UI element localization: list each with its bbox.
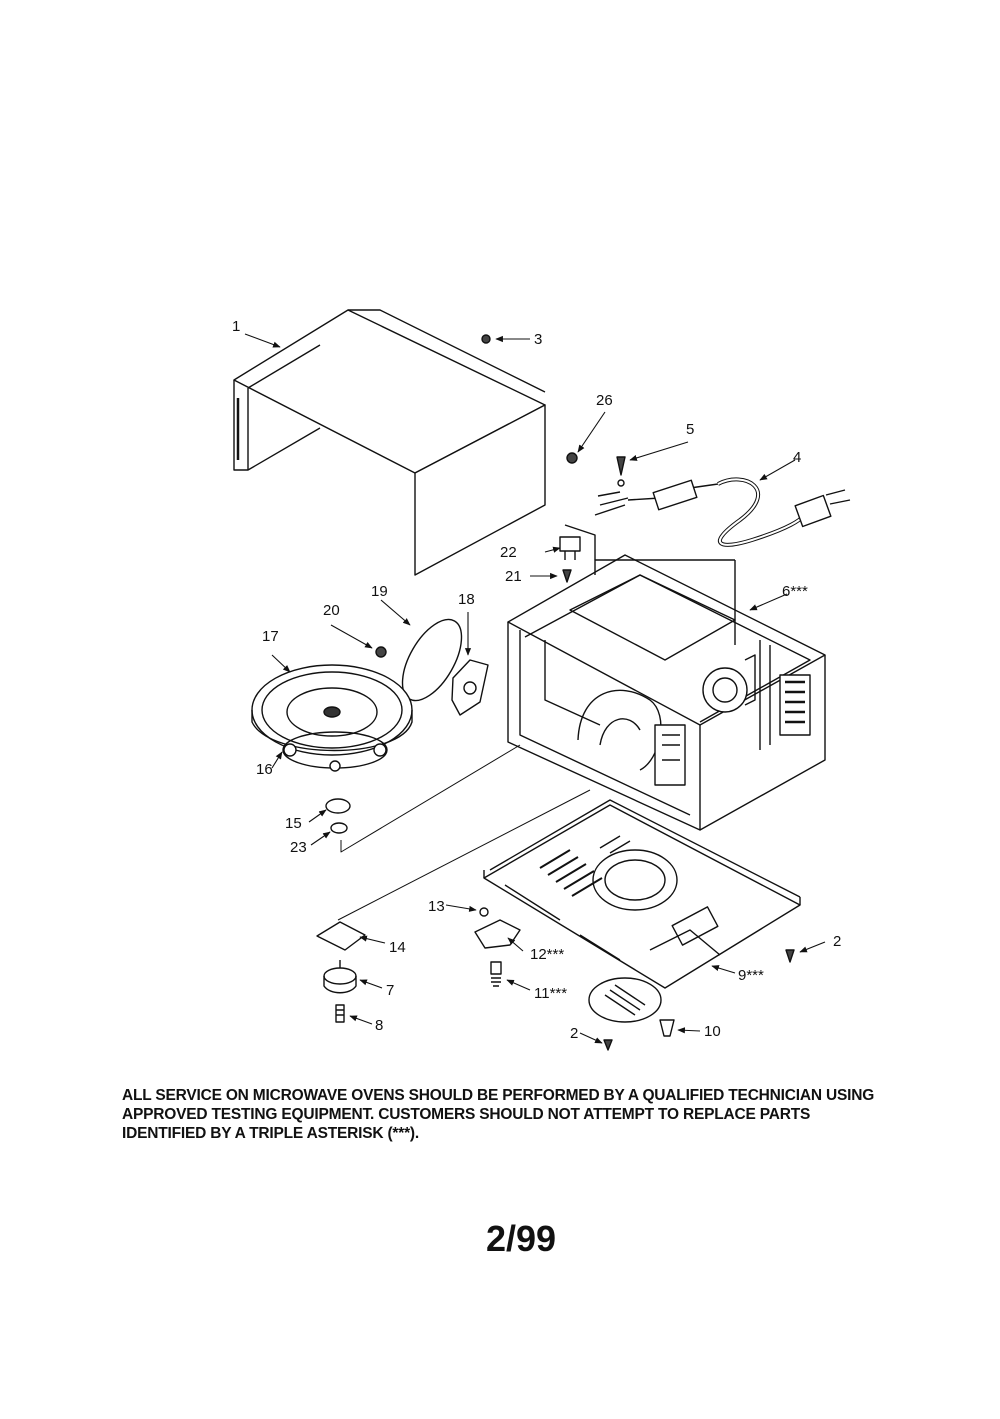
power-cord — [594, 477, 851, 547]
turntable-glass — [251, 664, 413, 756]
oven-chassis — [507, 524, 826, 831]
callout-6: 6*** — [782, 583, 808, 600]
callout-9: 9*** — [738, 967, 764, 984]
screw-21 — [562, 569, 572, 583]
callout-13: 13 — [428, 898, 445, 915]
callout-21: 21 — [505, 568, 522, 585]
callout-1: 1 — [232, 318, 240, 335]
bracket-12 — [474, 919, 521, 949]
callout-14: 14 — [389, 939, 406, 956]
callout-5: 5 — [686, 421, 694, 438]
notice-line-2: APPROVED TESTING EQUIPMENT. CUSTOMERS SH… — [122, 1106, 811, 1123]
base-plate — [483, 799, 801, 989]
foot-10 — [659, 1019, 675, 1037]
callout-26: 26 — [596, 392, 613, 409]
callout-2-bottom: 2 — [570, 1025, 578, 1042]
motor-bracket-14 — [316, 921, 366, 951]
screw-3 — [481, 334, 491, 344]
screw-2-right — [785, 949, 795, 963]
callout-17: 17 — [262, 628, 279, 645]
screw-2-bottom — [603, 1039, 613, 1051]
screw-8 — [335, 1004, 345, 1023]
callout-3: 3 — [534, 331, 542, 348]
callout-10: 10 — [704, 1023, 721, 1040]
date-code: 2/99 — [486, 1218, 557, 1259]
screw-11 — [490, 961, 502, 987]
callout-labels: 1 3 26 5 4 22 21 6*** 19 18 20 17 16 15 … — [232, 318, 841, 1042]
callout-22: 22 — [500, 544, 517, 561]
callout-23: 23 — [290, 839, 307, 856]
notice-line-3: IDENTIFIED BY A TRIPLE ASTERISK (***). — [122, 1125, 419, 1142]
callout-18: 18 — [458, 591, 475, 608]
callout-2-right: 2 — [833, 933, 841, 950]
callout-20: 20 — [323, 602, 340, 619]
washer-23 — [330, 822, 348, 834]
coupling-15 — [325, 798, 351, 814]
roller-ring — [282, 731, 388, 772]
turntable-motor-7 — [323, 960, 357, 994]
notice-line-1: ALL SERVICE ON MICROWAVE OVENS SHOULD BE… — [122, 1087, 875, 1104]
screw-26 — [566, 452, 578, 464]
screw-5 — [616, 456, 626, 487]
callout-19: 19 — [371, 583, 388, 600]
fuse-holder-22 — [559, 536, 581, 560]
callout-8: 8 — [375, 1017, 383, 1034]
service-notice: ALL SERVICE ON MICROWAVE OVENS SHOULD BE… — [122, 1086, 962, 1143]
callout-4: 4 — [793, 449, 801, 466]
callout-12: 12*** — [530, 946, 564, 963]
callout-16: 16 — [256, 761, 273, 778]
callout-11: 11*** — [534, 985, 567, 1002]
outer-cabinet — [233, 309, 546, 576]
screw-20 — [375, 646, 387, 658]
callout-7: 7 — [386, 982, 394, 999]
callout-15: 15 — [285, 815, 302, 832]
coupler-18 — [451, 659, 489, 716]
screw-13 — [479, 907, 489, 917]
